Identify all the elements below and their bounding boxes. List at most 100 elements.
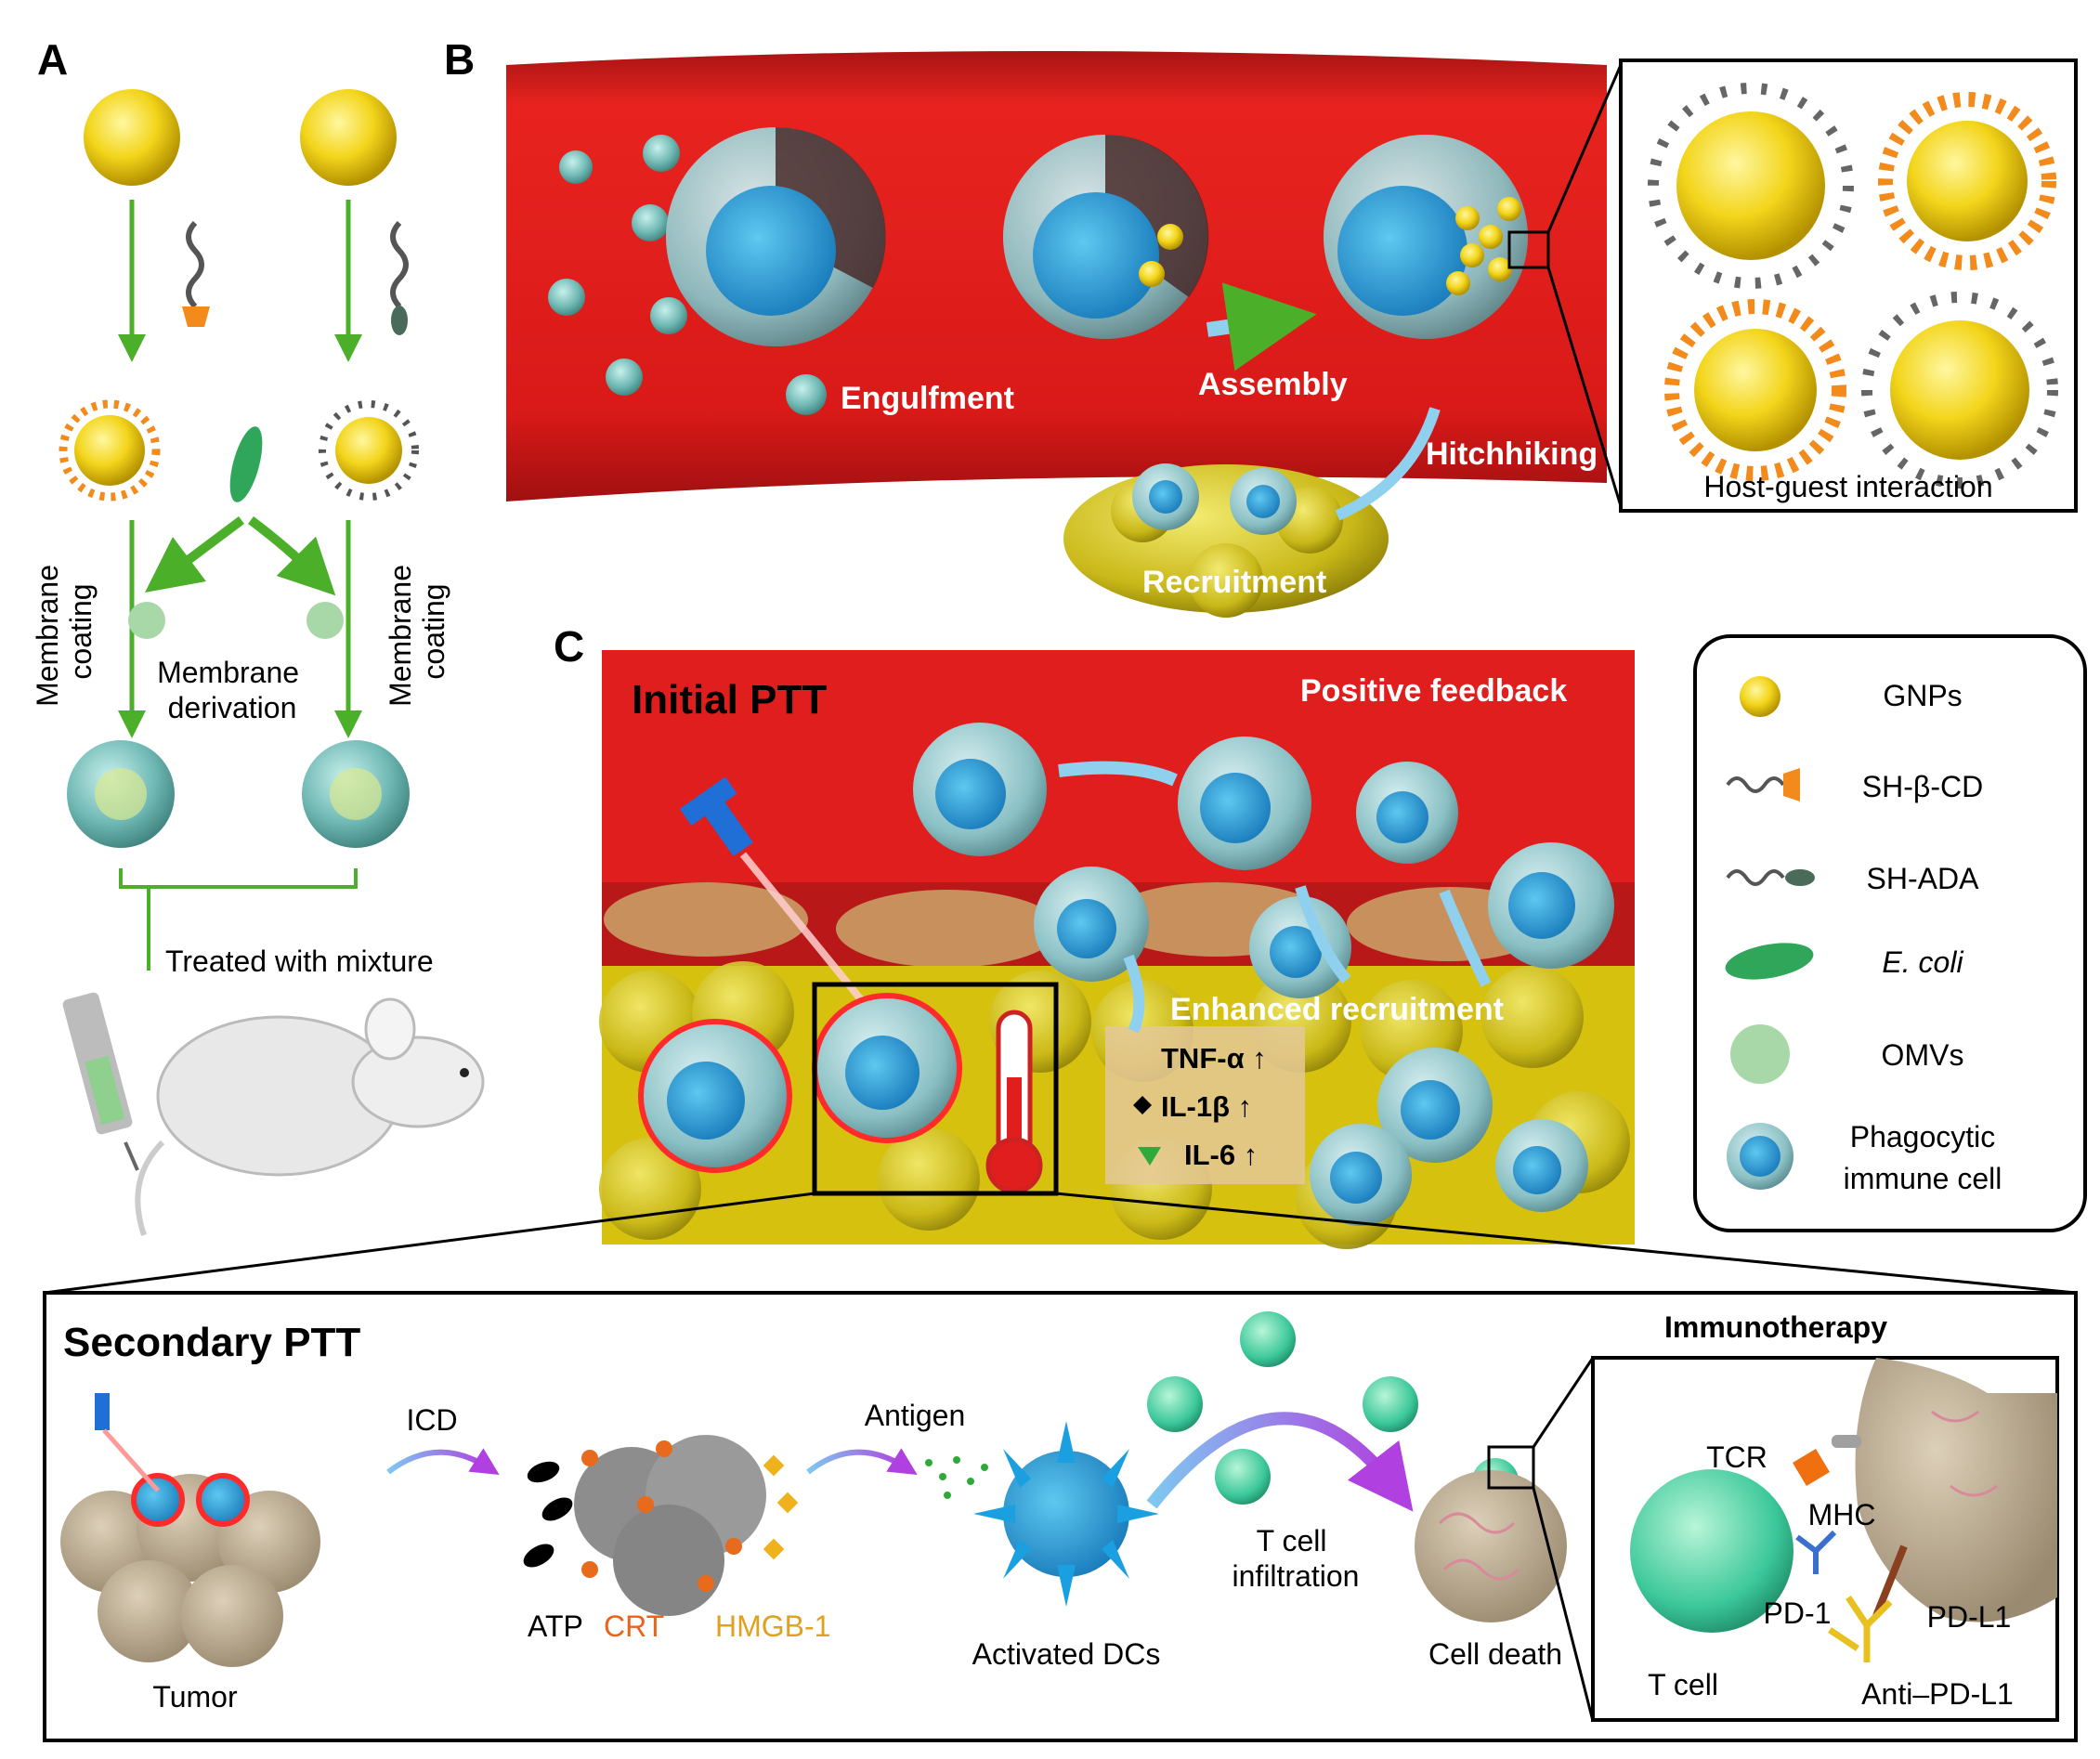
syringe-icon bbox=[62, 992, 139, 1171]
arrow-icd bbox=[386, 1448, 500, 1476]
mhc-label: MHC bbox=[1808, 1498, 1876, 1531]
secondary-ptt-title: Secondary PTT bbox=[63, 1320, 360, 1365]
immunotherapy-label: Immunotherapy bbox=[1664, 1310, 1887, 1344]
recruited-cells bbox=[1132, 463, 1297, 535]
cell-death-label: Cell death bbox=[1428, 1637, 1562, 1671]
legend-phagocytic-label: Phagocytic bbox=[1850, 1120, 1996, 1153]
enhanced-recruitment-label: Enhanced recruitment bbox=[1170, 992, 1504, 1027]
arrow-enhanced-1 bbox=[1123, 954, 1145, 1034]
sh-beta-cd-icon bbox=[182, 220, 210, 327]
triangle-icon bbox=[1138, 1147, 1161, 1166]
arrow-infiltration bbox=[1146, 1412, 1414, 1512]
arrow-positive-feedback bbox=[1058, 761, 1178, 787]
antigen-label: Antigen bbox=[865, 1399, 966, 1432]
dying-tumor-cell bbox=[1415, 1445, 1567, 1622]
cd-coated-gnp bbox=[59, 399, 161, 502]
immune-cell-hitchhiking bbox=[1324, 135, 1550, 339]
thermometer-icon bbox=[985, 1010, 1043, 1194]
mouse-illustration bbox=[135, 997, 485, 1236]
zoom-line-c-right bbox=[1055, 1192, 2077, 1295]
sh-ada-legend-icon bbox=[1726, 869, 1815, 886]
tumor-immune-cells bbox=[638, 993, 1588, 1226]
gnp-particle-left bbox=[84, 89, 180, 186]
omv-vesicle-right bbox=[307, 602, 344, 639]
ecoli-bacterium bbox=[229, 426, 263, 502]
omv-legend-icon bbox=[1730, 1024, 1790, 1084]
arrow-enhanced-3 bbox=[1439, 889, 1492, 987]
host-guest-inset: Host-guest interaction bbox=[1619, 59, 2078, 513]
cytokine-tnf-label: TNF-α ↑ bbox=[1161, 1042, 1267, 1075]
coated-core-left bbox=[95, 768, 147, 820]
zoom-line-b-bottom bbox=[1546, 267, 1623, 507]
membrane-coating-left-label: Membrane coating bbox=[31, 556, 98, 707]
legend-ecoli-label: E. coli bbox=[1882, 945, 1963, 979]
panel-letter-a: A bbox=[37, 35, 68, 84]
assembly-label: Assembly bbox=[1198, 367, 1348, 402]
anti-pdl1-label: Anti–PD-L1 bbox=[1861, 1677, 2014, 1711]
laser-device-icon bbox=[679, 776, 867, 1006]
tcr-label: TCR bbox=[1706, 1440, 1767, 1474]
legend-omvs-label: OMVs bbox=[1882, 1038, 1964, 1072]
pdl1-label: PD-L1 bbox=[1927, 1600, 2012, 1634]
hmgb1-label: HMGB-1 bbox=[715, 1609, 830, 1643]
atp-label: ATP bbox=[528, 1609, 583, 1643]
arrow-antigen bbox=[806, 1448, 918, 1476]
recruitment-label: Recruitment bbox=[1142, 565, 1326, 600]
engulfment-label: Engulfment bbox=[841, 381, 1014, 416]
zoom-line-immuno-bottom bbox=[1532, 1487, 1595, 1722]
t-cells-infiltrating bbox=[1147, 1311, 1418, 1505]
pd1-label: PD-1 bbox=[1764, 1596, 1832, 1630]
arrow-to-omv-left bbox=[144, 516, 245, 593]
zoom-line-c-left bbox=[44, 1192, 815, 1295]
legend-immune-cell-label: immune cell bbox=[1844, 1162, 2002, 1195]
ada-coated-gnp bbox=[319, 400, 419, 501]
legend-gnps-label: GNPs bbox=[1883, 679, 1962, 712]
t-cell-label: T cell bbox=[1648, 1668, 1718, 1701]
icd-label: ICD bbox=[406, 1403, 457, 1437]
legend-sh-ada-label: SH-ADA bbox=[1867, 862, 1980, 895]
arrow-enhanced-2 bbox=[1295, 885, 1351, 984]
immune-cell-assembly bbox=[1003, 134, 1209, 339]
small-coated-particles bbox=[548, 135, 827, 415]
host-guest-caption: Host-guest interaction bbox=[1703, 470, 1992, 503]
mixture-bracket bbox=[119, 868, 358, 889]
gnp-particle-right bbox=[300, 89, 397, 186]
sh-beta-cd-legend-icon bbox=[1726, 768, 1800, 801]
panel-letter-c: C bbox=[554, 622, 584, 671]
membrane-coating-right-label: Membrane coating bbox=[384, 556, 450, 707]
tumor-cluster bbox=[60, 1393, 320, 1667]
tumor-label: Tumor bbox=[152, 1680, 238, 1713]
arrow-assembly bbox=[1206, 282, 1317, 371]
activated-dc-icon bbox=[973, 1421, 1159, 1607]
ecoli-legend-icon bbox=[1725, 943, 1814, 980]
phagocytic-cell-legend-icon bbox=[1727, 1123, 1793, 1190]
circulating-immune-cells bbox=[913, 723, 1614, 998]
dying-cell-cluster bbox=[523, 1435, 799, 1616]
omv-vesicle-left bbox=[128, 602, 165, 639]
gnp-icon bbox=[1740, 676, 1780, 717]
diamond-icon bbox=[1133, 1096, 1152, 1114]
immune-cell-engulfment bbox=[666, 126, 886, 346]
zoom-line-b-top bbox=[1546, 64, 1623, 233]
cytokine-il1b-label: IL-1β ↑ bbox=[1161, 1090, 1252, 1123]
arrow-to-omv-right bbox=[247, 516, 336, 596]
legend-box: GNPs SH-β-CD SH-ADA E. coli OMVs Phagocy… bbox=[1693, 634, 2087, 1232]
zoom-box-c bbox=[812, 982, 1059, 1196]
initial-ptt-label: Initial PTT bbox=[632, 677, 827, 723]
positive-feedback-label: Positive feedback bbox=[1300, 673, 1567, 709]
cytokine-il6-label: IL-6 ↑ bbox=[1184, 1139, 1258, 1171]
coated-core-right bbox=[330, 768, 382, 820]
immunotherapy-inset bbox=[1591, 1356, 2059, 1722]
antigen-dots bbox=[925, 1456, 988, 1499]
crt-label: CRT bbox=[604, 1609, 664, 1643]
treated-with-mixture-label: Treated with mixture bbox=[165, 945, 434, 978]
legend-sh-beta-cd-label: SH-β-CD bbox=[1862, 770, 1983, 803]
zoom-line-immuno-top bbox=[1532, 1357, 1595, 1448]
t-cell-infiltration-label: T cell infiltration bbox=[1233, 1524, 1360, 1593]
arrow-recruitment bbox=[1335, 407, 1441, 521]
membrane-derivation-label: Membrane derivation bbox=[157, 656, 307, 724]
sh-ada-icon bbox=[390, 220, 409, 335]
hitchhiking-label: Hitchhiking bbox=[1426, 436, 1598, 472]
activated-dcs-label: Activated DCs bbox=[972, 1637, 1161, 1671]
